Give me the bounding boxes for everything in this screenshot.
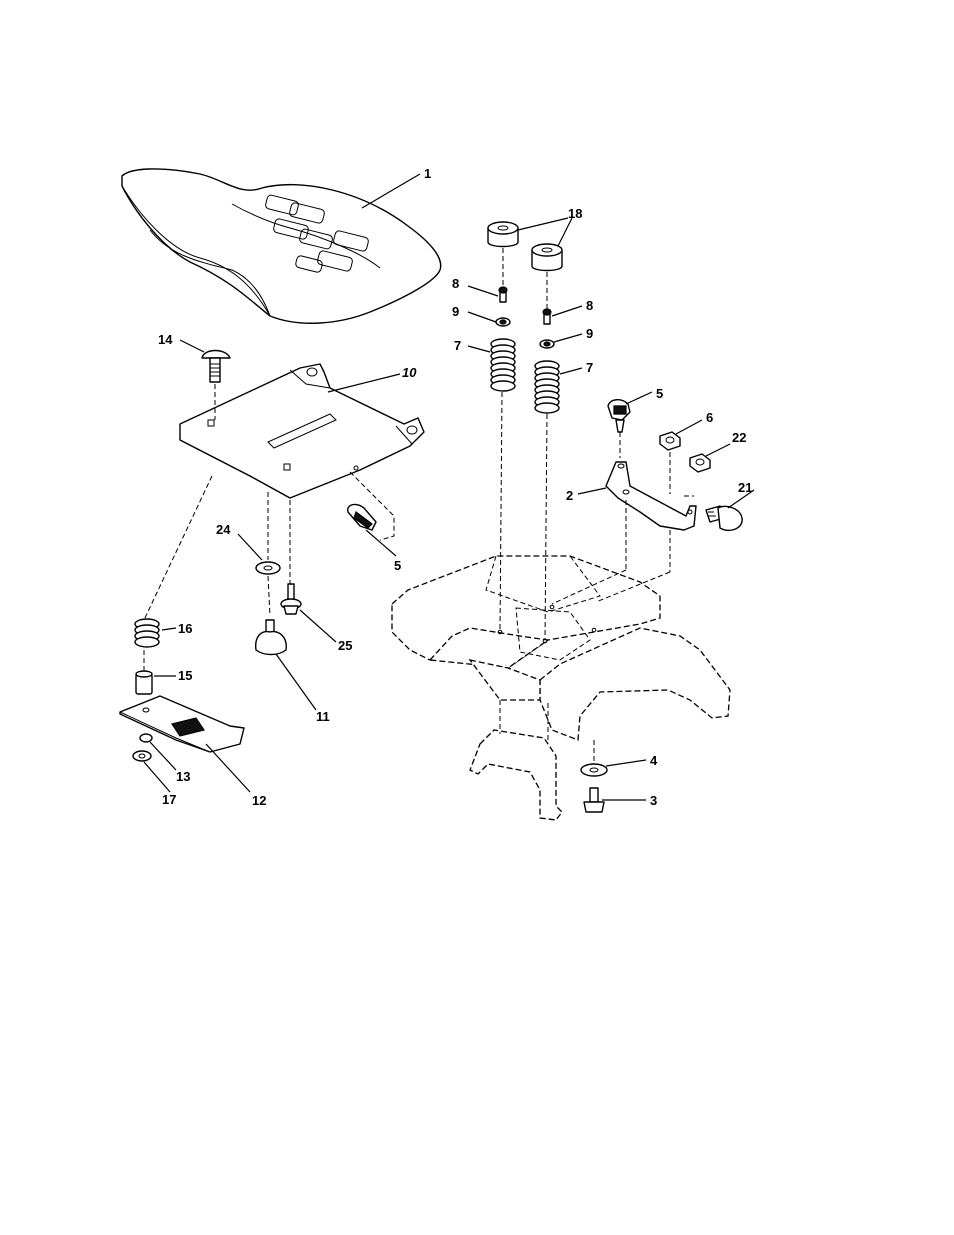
callout-11: 11	[316, 709, 330, 724]
callout-4: 4	[650, 753, 658, 768]
callout-7-left: 7	[454, 338, 461, 353]
callout-14: 14	[158, 332, 173, 347]
callout-16: 16	[178, 621, 192, 636]
callout-9-left: 9	[452, 304, 459, 319]
retainer-clip-upper	[608, 392, 652, 458]
callout-2: 2	[566, 488, 573, 503]
callout-17: 17	[162, 792, 176, 807]
callout-18: 18	[568, 206, 582, 221]
callout-21: 21	[738, 480, 752, 495]
washer-4	[581, 740, 646, 776]
callout-3: 3	[650, 793, 657, 808]
callout-5-upper: 5	[656, 386, 663, 401]
seat-pan	[180, 364, 424, 498]
callout-7-right: 7	[586, 360, 593, 375]
nut-22	[690, 444, 730, 472]
callout-9-right: 9	[586, 326, 593, 341]
fender-outline	[392, 556, 730, 820]
bolt-3	[584, 788, 646, 812]
retainer-clip-lower	[348, 472, 396, 556]
callout-5-lower: 5	[394, 558, 401, 573]
callout-6: 6	[706, 410, 713, 425]
seat-cushion	[122, 169, 441, 323]
callout-8-right: 8	[586, 298, 593, 313]
callout-24: 24	[216, 522, 231, 537]
callout-1: 1	[424, 166, 431, 181]
callout-13: 13	[176, 769, 190, 784]
callout-22: 22	[732, 430, 746, 445]
callout-15: 15	[178, 668, 192, 683]
callout-25: 25	[338, 638, 352, 653]
spring-16	[135, 619, 159, 647]
shoulder-bolt-21	[706, 490, 754, 530]
callout-10: 10	[402, 365, 417, 380]
callout-12: 12	[252, 793, 266, 808]
callout-8-left: 8	[452, 276, 459, 291]
